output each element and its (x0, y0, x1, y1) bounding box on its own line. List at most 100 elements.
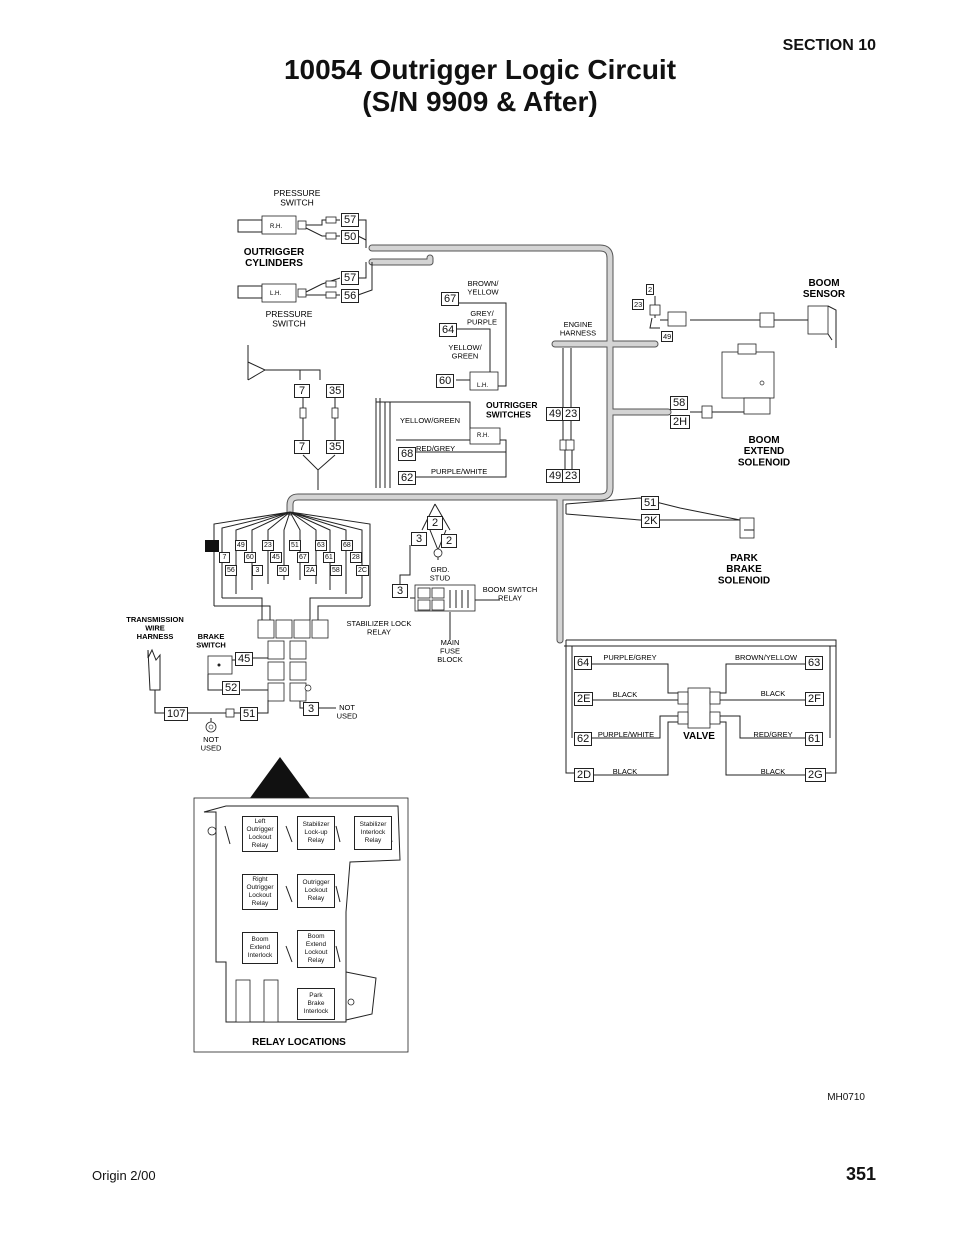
pin-top-23: 23 (262, 540, 274, 551)
wire-57-a: 57 (341, 213, 360, 227)
relay-stabilizer-lock-up: Stabilizer Lock-up Relay (297, 816, 335, 850)
wire-2-a: 2 (427, 516, 443, 530)
switch-rh-label: R.H. (477, 433, 489, 439)
relay-park-brake-interlock: Park Brake Interlock (297, 988, 335, 1020)
relay-stabilizer-interlock: Stabilizer Interlock Relay (354, 816, 392, 850)
transmission-harness (147, 648, 164, 714)
boom-sensor (649, 296, 837, 348)
relay-boom-extend-interlock: Boom Extend Interlock (242, 932, 278, 964)
wire-68: 68 (398, 447, 417, 461)
valve-black-4-label: BLACK (761, 767, 786, 776)
valve-black-2-label: BLACK (761, 689, 786, 698)
page-title-line2: (S/N 9909 & After) (362, 86, 598, 117)
wire-62: 62 (398, 471, 417, 485)
valve-block (564, 639, 837, 776)
page-title-line1: 10054 Outrigger Logic Circuit (283, 54, 677, 85)
sensor-wire-23: 23 (632, 299, 645, 310)
boom-extend-solenoid (690, 343, 775, 419)
valve-wire-2d: 2D (574, 768, 595, 782)
valve-wire-61: 61 (805, 732, 824, 746)
rh-pressure-switch: R.H. (237, 215, 340, 240)
valve-red-grey-label: RED/GREY (753, 730, 792, 739)
wire-23-b: 23 (562, 469, 581, 483)
valve-brown-yellow-label: BROWN/YELLOW (735, 653, 798, 662)
wire-3-b: 3 (392, 584, 408, 598)
wire-50: 50 (341, 230, 360, 244)
wire-67: 67 (441, 292, 460, 306)
wire-23-a: 23 (562, 407, 581, 421)
relay-right-outrigger-lockout: Right Outrigger Lockout Relay (242, 874, 278, 910)
wire-52: 52 (222, 681, 241, 695)
wire-56: 56 (341, 289, 360, 303)
pin-top-51: 51 (289, 540, 301, 551)
wire-107: 107 (164, 707, 189, 721)
wire-45: 45 (235, 652, 254, 666)
pin-mid-45: 45 (270, 552, 282, 563)
main-harness (286, 244, 672, 644)
wire-7-b: 7 (294, 440, 310, 454)
drawing-code: MH0710 (827, 1092, 865, 1103)
pin-bot-50: 50 (277, 565, 289, 576)
wire-3-c: 3 (303, 702, 319, 716)
valve-purple-white-label: PURPLE/WHITE (598, 730, 654, 739)
pin-top-63: 63 (315, 540, 327, 551)
valve-purple-grey-label: PURPLE/GREY (603, 653, 656, 662)
relay-bank (257, 619, 329, 709)
pin-bot-56: 56 (225, 565, 237, 576)
wire-3-a: 3 (411, 532, 427, 546)
relay-boom-extend-lockout: Boom Extend Lockout Relay (297, 930, 335, 968)
connector-fan (205, 511, 371, 620)
pin-bot-58: 58 (330, 565, 342, 576)
valve-wire-63: 63 (805, 656, 824, 670)
yellow-green-label: YELLOW/GREEN (448, 343, 482, 360)
red-grey-label: RED/GREY (416, 444, 455, 453)
relay-left-outrigger-lockout: Left Outrigger Lockout Relay (242, 816, 278, 852)
wire-35-b: 35 (326, 440, 345, 454)
valve-black-1-label: BLACK (613, 690, 638, 699)
relay-locations-title: RELAY LOCATIONS (252, 1037, 346, 1048)
brake-switch (207, 655, 268, 691)
wire-51: 51 (641, 496, 660, 510)
valve-wire-64: 64 (574, 656, 593, 670)
wire-64: 64 (439, 323, 458, 337)
switch-lh-label: L.H. (477, 383, 488, 389)
grey-purple-label: GREY/PURPLE (467, 309, 497, 326)
origin-label: Origin 2/00 (92, 1168, 156, 1183)
outrigger-switches: L.H. R.H. (375, 302, 507, 488)
pin-mid-7: 7 (219, 552, 230, 563)
yellow-green-2-label: YELLOW/GREEN (400, 416, 460, 425)
wire-7-a: 7 (294, 384, 310, 398)
pin-bot-3: 3 (252, 565, 263, 576)
lh-label: L.H. (270, 291, 281, 297)
relay-panel-outline (203, 805, 401, 1023)
fuse-block (414, 584, 476, 612)
pin-mid-67: 67 (297, 552, 309, 563)
valve-wire-2e: 2E (574, 692, 594, 706)
pin-bot-2c: 2C (356, 565, 369, 576)
wire-2h: 2H (670, 415, 691, 429)
pin-top-68: 68 (341, 540, 353, 551)
section-label: SECTION 10 (782, 37, 876, 54)
valve-wire-62: 62 (574, 732, 593, 746)
rh-label: R.H. (270, 224, 282, 230)
wire-60: 60 (436, 374, 455, 388)
wire-58: 58 (670, 396, 689, 410)
valve-black-3-label: BLACK (613, 767, 638, 776)
brown-yellow-label: BROWN/YELLOW (467, 279, 499, 296)
grd-stud-label: GRD.STUD (430, 565, 451, 582)
page-title: 10054 Outrigger Logic Circuit (S/N 9909 … (130, 54, 830, 118)
pin-mid-28: 28 (350, 552, 362, 563)
purple-white-label: PURPLE/WHITE (431, 467, 487, 476)
valve-wire-2f: 2F (805, 692, 824, 706)
relay-outrigger-lockout: Outrigger Lockout Relay (297, 874, 335, 908)
